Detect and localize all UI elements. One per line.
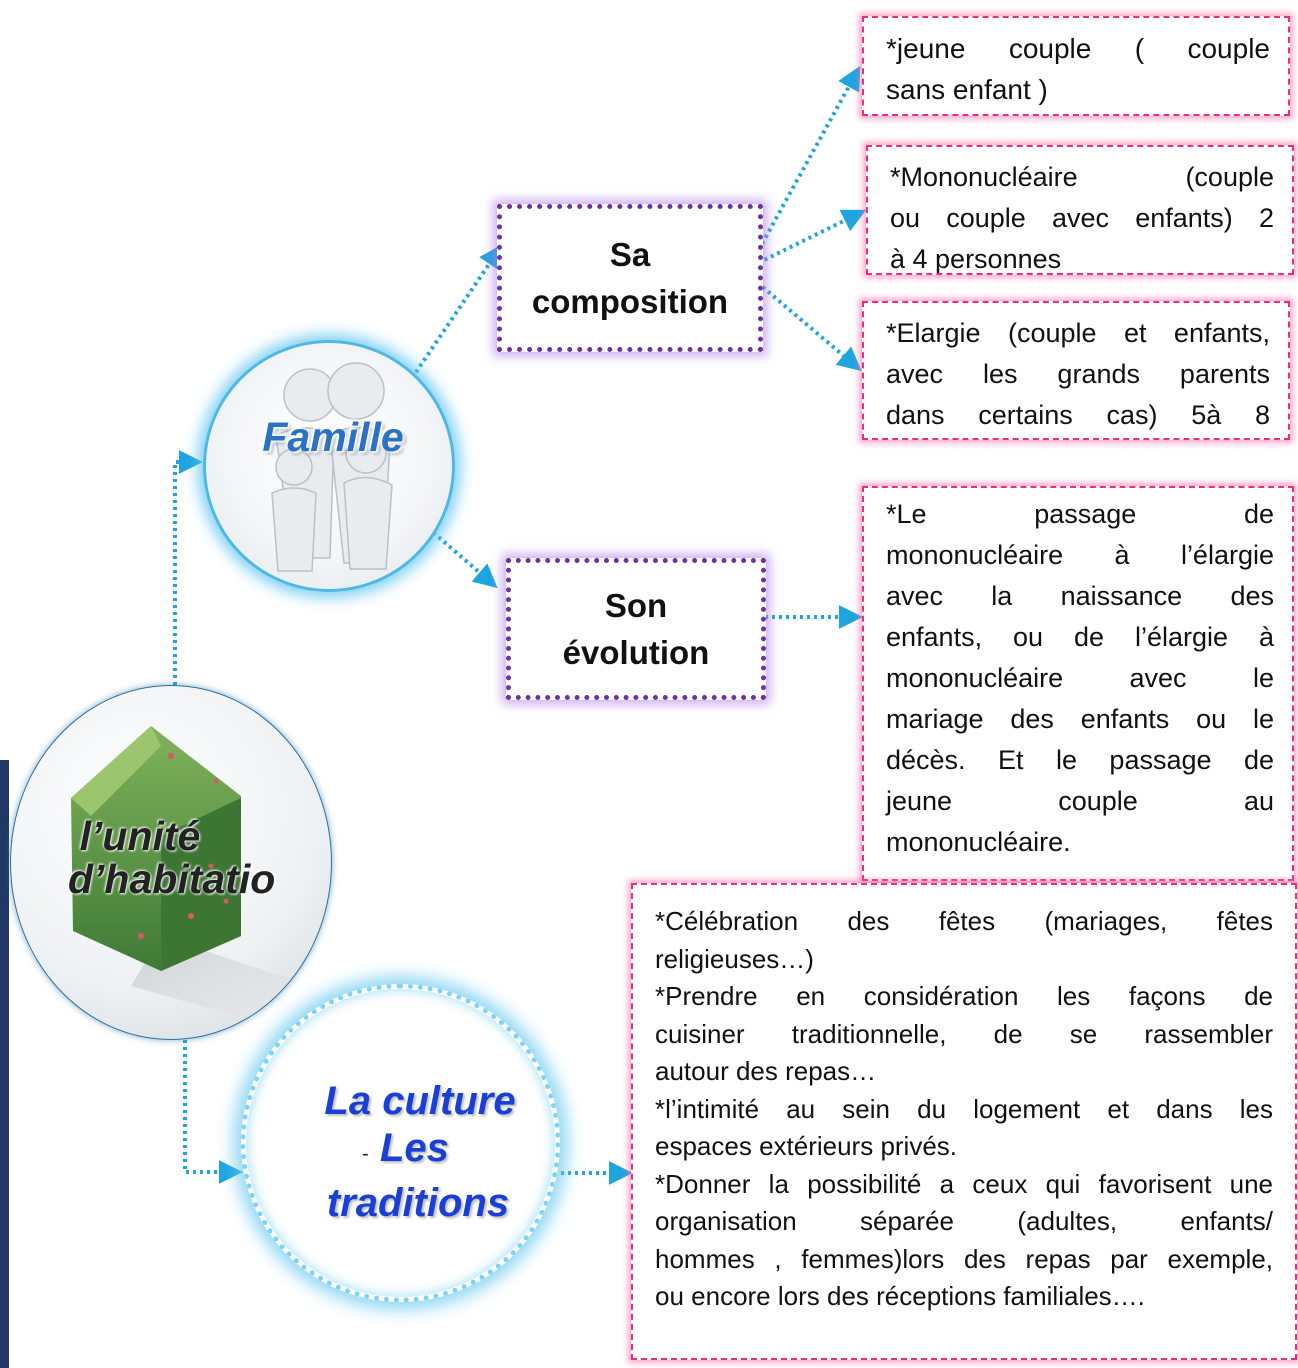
left-accent-bar	[0, 760, 9, 1368]
jeune-couple-box: *jeune couple ( couple sans enfant )	[862, 16, 1290, 116]
box-line: ou couple avec enfants) 2	[890, 203, 1274, 233]
culture-text-box: *Célébration des fêtes (mariages, fêtes …	[631, 883, 1297, 1360]
culture-dash: -	[362, 1143, 369, 1165]
unite-label-line2: d’habitatio	[68, 856, 276, 902]
connector-famille-composition	[410, 244, 503, 380]
box-line: mononucléaire avec le	[886, 663, 1274, 693]
box-line: autour des repas…	[655, 1056, 877, 1086]
box-line: organisation séparée (adultes, enfants/	[655, 1206, 1273, 1236]
box-line: cuisiner traditionnelle, de se rassemble…	[655, 1018, 1273, 1049]
box-line: *Célébration des fêtes (mariages, fêtes	[655, 906, 1273, 936]
box-line: espaces extérieurs privés.	[655, 1131, 958, 1161]
mononucleaire-box: *Mononucléaire (couple ou couple avec en…	[866, 145, 1294, 275]
culture-label-line1: La culture	[324, 1079, 516, 1123]
composition-line2: composition	[531, 283, 729, 320]
box-line: mariage des enfants ou le	[886, 704, 1274, 734]
box-line: enfants, ou de l’élargie à	[886, 622, 1274, 652]
connector-famille-evolution	[426, 526, 498, 589]
connector-composition-mono	[751, 209, 867, 268]
unite-habitation-node	[10, 685, 332, 1040]
famille-node	[203, 340, 455, 592]
evolution-line2: évolution	[562, 634, 710, 671]
composition-line1: Sa	[609, 236, 651, 273]
box-line: hommes , femmes)lors des repas par exemp…	[655, 1243, 1273, 1274]
elargie-box: *Elargie (couple et enfants, avec les gr…	[862, 301, 1290, 440]
evolution-line1: Son	[604, 587, 668, 624]
composition-box: Sa composition	[497, 204, 763, 352]
connector-composition-elargie	[750, 276, 862, 372]
connector-unite-culture	[183, 1040, 243, 1184]
box-line: *Mononucléaire (couple	[890, 162, 1274, 192]
evolution-text-box: *Le passage de mononucléaire à l’élargie…	[862, 486, 1294, 881]
box-line: à 4 personnes	[890, 244, 1062, 274]
evolution-box: Son évolution	[506, 558, 766, 700]
box-line: dans certains cas) 5à 8	[886, 400, 1270, 430]
box-line: *Donner la possibilité a ceux qui favori…	[655, 1168, 1273, 1199]
box-line: *l’intimité au sein du logement et dans …	[655, 1093, 1273, 1124]
box-line: *jeune couple ( couple	[886, 33, 1270, 64]
box-line: ou encore lors des réceptions familiales…	[655, 1281, 1145, 1311]
box-line: décès. Et le passage de	[886, 745, 1274, 775]
culture-label-line2: Les	[380, 1126, 449, 1170]
famille-label: Famille	[262, 414, 404, 460]
connector-unite-famille	[173, 450, 203, 685]
box-line: *Prendre en considération les façons de	[655, 981, 1273, 1011]
culture-node	[241, 984, 560, 1302]
green-house-icon	[71, 726, 311, 1026]
box-line: *Elargie (couple et enfants,	[886, 318, 1270, 348]
box-line: sans enfant )	[886, 74, 1048, 105]
box-line: avec les grands parents	[886, 359, 1270, 389]
box-line: *Le passage de	[886, 499, 1274, 529]
box-line: mononucléaire.	[886, 827, 1071, 857]
box-line: mononucléaire à l’élargie	[886, 540, 1274, 570]
connector-composition-jeune	[750, 65, 861, 263]
box-line: avec la naissance des	[886, 581, 1274, 611]
box-line: religieuses…)	[655, 943, 814, 974]
culture-label-line3: traditions	[326, 1181, 510, 1225]
box-line: jeune couple au	[886, 786, 1274, 816]
family-figures-icon	[271, 362, 393, 572]
unite-label-line1: l’unité	[79, 813, 201, 859]
